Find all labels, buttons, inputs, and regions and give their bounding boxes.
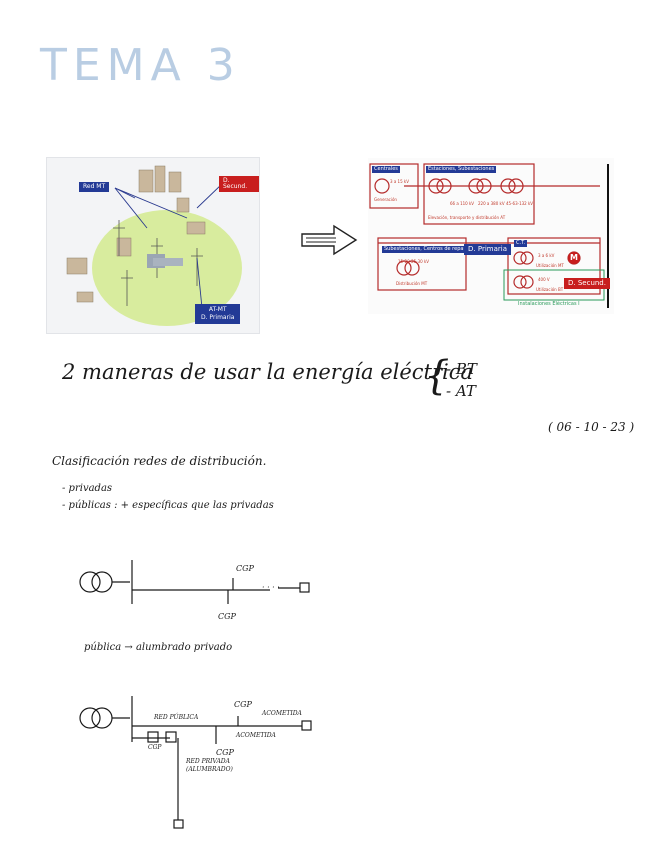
at-mt-box: AT-MT D. Primaria — [195, 304, 240, 324]
arrow-right-icon — [300, 224, 360, 256]
cgp-bottom-label-2: CGP — [216, 748, 234, 757]
utilizacion-mt: Utilización MT — [536, 264, 564, 268]
centrales-label: Centrales — [372, 166, 400, 173]
d-secund-box: D. Secund. — [564, 278, 610, 289]
estaciones-label: Estaciones, Subestaciones — [426, 166, 496, 173]
note-heading: Clasificación redes de distribución. — [52, 454, 266, 468]
kv-c: 45-63-132 kV — [506, 202, 533, 206]
generacion-label: Generación — [374, 198, 397, 202]
page-title: TEMA 3 — [40, 40, 241, 91]
acometida-label-1: ACOMETIDA — [262, 710, 302, 717]
instalaciones-label: Instalaciones Eléctricas I — [518, 301, 580, 307]
note-two-ways: 2 maneras de usar la energía eléctrica — [62, 360, 473, 384]
ct-label: C.T. — [514, 240, 527, 247]
distribution-diagram-1 — [70, 552, 330, 632]
red-privada-label: RED PRIVADA (ALUMBRADO) — [186, 758, 246, 775]
acometida-label-2: ACOMETIDA — [236, 732, 276, 739]
generacion-kv: 3 a 15 kV — [390, 180, 409, 184]
note-public: pública → alumbrado privado — [84, 642, 232, 653]
d-primaria-box: D. Primaria — [464, 244, 511, 255]
bt-kv: 400 V — [538, 278, 550, 282]
cgp-top-label-2: CGP — [234, 700, 252, 709]
option-at: - AT — [446, 382, 476, 400]
red-mt-label: Red MT — [79, 182, 109, 192]
motor-icon: M — [568, 252, 580, 264]
network-illustration: Red MT D. Secund. AT-MT D. Primaria — [47, 158, 259, 333]
cgp-bottom-label: CGP — [218, 612, 236, 621]
continuation-dots: · · · · — [262, 583, 280, 592]
kv-b: 220 a 380 kV — [478, 202, 505, 206]
cgp-small-label: CGP — [148, 744, 161, 751]
option-bt: - BT — [446, 360, 477, 378]
note-date: ( 06 - 10 - 23 ) — [548, 420, 634, 434]
list-item: - públicas : + específicas que las priva… — [62, 500, 274, 511]
elevacion-label: Elevación, transporte y distribución AT — [428, 216, 505, 220]
d-secund-label: D. Secund. — [219, 176, 259, 192]
distribucion-mt: Distribución MT — [396, 282, 427, 286]
power-system-schematic: Centrales Estaciones, Subestaciones 3 a … — [368, 158, 614, 314]
red-publica-label: RED PÚBLICA — [154, 714, 198, 721]
dist-kv: 15-20-25-30 kV — [398, 260, 429, 264]
cgp-top-label: CGP — [236, 564, 254, 573]
at-mt-label: AT-MT — [201, 306, 234, 314]
util-kv: 3 a 6 kV — [538, 254, 554, 258]
list-item: - privadas — [62, 483, 112, 494]
subestaciones-label: Subestaciones, Centros de reparto — [382, 246, 473, 253]
kv-a: 66 a 110 kV — [450, 202, 474, 206]
utilizacion-bt: Utilización BT — [536, 288, 563, 292]
d-primaria-label: D. Primaria — [201, 314, 234, 322]
